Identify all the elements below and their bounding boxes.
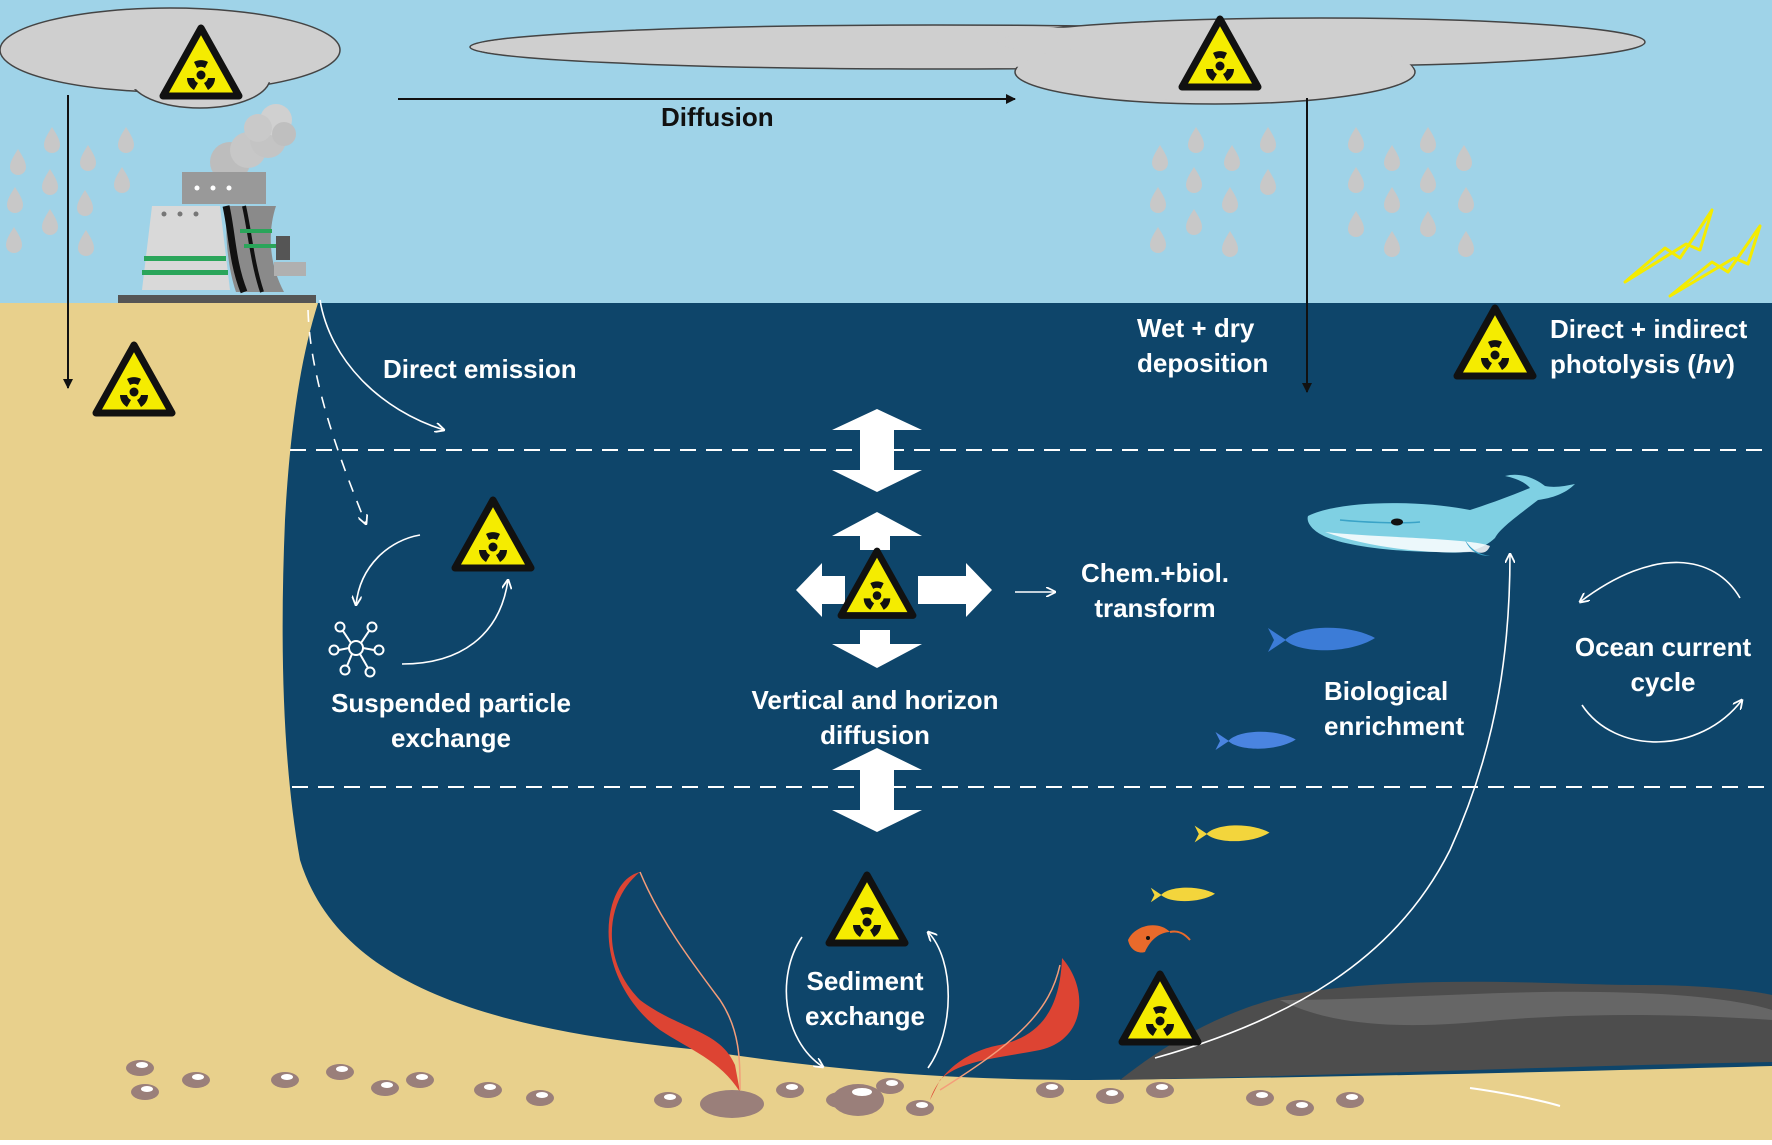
- arrow-right: [918, 563, 992, 617]
- label-suspended-particle-exchange: Suspended particle exchange: [331, 688, 571, 753]
- shrimp-icon: [1128, 925, 1191, 953]
- label-photolysis: Direct + indirect photolysis (hv): [1550, 314, 1748, 379]
- arrow-ocean-cycle-top: [1580, 561, 1741, 602]
- sand-seafloor: [0, 303, 1772, 1140]
- cloud-left: [0, 7, 341, 109]
- ocean: [280, 303, 1772, 1103]
- label-direct-emission: Direct emission: [383, 354, 577, 384]
- arrow-ocean-cycle-bottom: [1581, 700, 1742, 743]
- label-wet-dry-deposition: Wet + dry deposition: [1137, 313, 1269, 378]
- label-ocean-current-cycle: Ocean current cycle: [1574, 632, 1752, 697]
- arrow-particle-out: [401, 580, 508, 665]
- whale-icon: [1307, 474, 1575, 556]
- arrow-direct-emission: [319, 299, 444, 430]
- vertical-arrow-lower: [832, 748, 922, 832]
- arrow-sediment-down: [785, 936, 823, 1067]
- seaweed-icon: [608, 871, 1080, 1100]
- label-chem-biol-transform: Chem.+biol. transform: [1080, 558, 1230, 623]
- arrow-up: [832, 512, 922, 550]
- particle-network-icon: [328, 621, 385, 678]
- nuclear-power-plant-icon: [118, 104, 316, 303]
- arrow-left: [796, 563, 845, 617]
- arrow-particle-settle: [307, 309, 366, 524]
- label-sediment-exchange: Sediment exchange: [805, 966, 925, 1031]
- arrow-bio-enrichment: [1154, 554, 1510, 1059]
- label-biological-enrichment: Biological enrichment: [1324, 676, 1465, 741]
- pebbles: [126, 1060, 1561, 1118]
- vertical-arrow-upper: [832, 409, 922, 492]
- arrow-sediment-up: [928, 932, 949, 1069]
- lightning-icon: [1623, 208, 1762, 298]
- diffusion-arrows: [796, 409, 992, 832]
- arrow-particle-in: [356, 534, 421, 605]
- label-vertical-horizon-diffusion: Vertical and horizon diffusion: [751, 685, 999, 750]
- label-diffusion: Diffusion: [661, 102, 774, 132]
- arrow-down: [832, 630, 922, 668]
- cloud-right: [469, 17, 1646, 105]
